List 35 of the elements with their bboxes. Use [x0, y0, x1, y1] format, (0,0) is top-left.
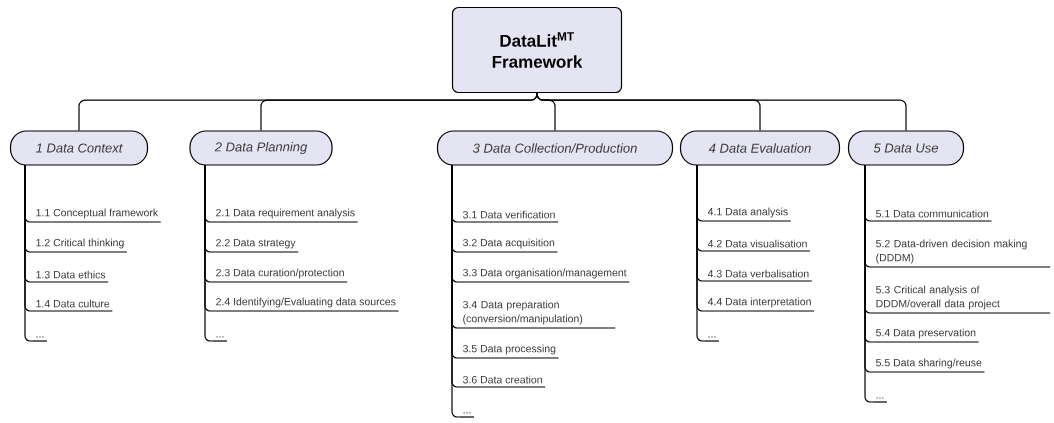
- underlined-item: 2.3 Data curation/protection: [212, 268, 348, 283]
- underlined-item: ...: [459, 412, 475, 418]
- category-pill: 4 Data Evaluation: [679, 130, 841, 166]
- category-pill: 2 Data Planning: [189, 130, 333, 166]
- underlined-item: 5.2 Data-driven decision making (DDDM): [872, 239, 1051, 268]
- category-pill: 3 Data Collection/Production: [436, 130, 674, 166]
- underlined-item: 2.2 Data strategy: [212, 238, 299, 253]
- underlined-item: 5.3 Critical analysis of DDDM/overall data project: [872, 285, 1051, 314]
- underlined-item: 3.5 Data processing: [459, 344, 560, 359]
- underlined-item: 3.1 Data verification: [459, 210, 559, 223]
- underlined-item: 1.3 Data ethics: [32, 270, 109, 283]
- underlined-item: 5.5 Data sharing/reuse: [872, 358, 986, 373]
- underlined-item: 5.1 Data communication: [872, 209, 993, 222]
- underlined-item: 3.6 Data creation: [459, 375, 546, 388]
- underlined-item: 2.4 Identifying/Evaluating data sources: [212, 297, 400, 312]
- category-pill: 5 Data Use: [847, 130, 965, 166]
- title-box: DataLit$^{MT}$ Framework: [451, 6, 623, 94]
- underlined-item: 3.3 Data organisation/management: [459, 268, 630, 283]
- underlined-item: ...: [212, 336, 228, 342]
- connector: [260, 92, 538, 131]
- underlined-item: 4.1 Data analysis: [704, 207, 792, 222]
- underlined-item: 4.4 Data interpretation: [704, 297, 815, 312]
- underlined-item: 2.1 Data requirement analysis: [212, 208, 359, 223]
- underlined-item: ...: [32, 336, 48, 342]
- underlined-item: 3.2 Data acquisition: [459, 238, 559, 253]
- underlined-item: 1.4 Data culture: [32, 299, 113, 312]
- underlined-item: 1.2 Critical thinking: [32, 238, 128, 253]
- underlined-item: ...: [704, 336, 720, 342]
- underlined-item: 5.4 Data preservation: [872, 328, 980, 343]
- underlined-item: 1.1 Conceptual framework: [32, 208, 162, 223]
- category-pill: 1 Data Context: [9, 130, 149, 166]
- underlined-item: 4.2 Data visualisation: [704, 239, 811, 252]
- underlined-item: 4.3 Data verbalisation: [704, 269, 813, 282]
- underlined-item: 3.4 Data preparation (conversion/manipulation): [459, 300, 616, 329]
- underlined-item: ...: [872, 397, 888, 403]
